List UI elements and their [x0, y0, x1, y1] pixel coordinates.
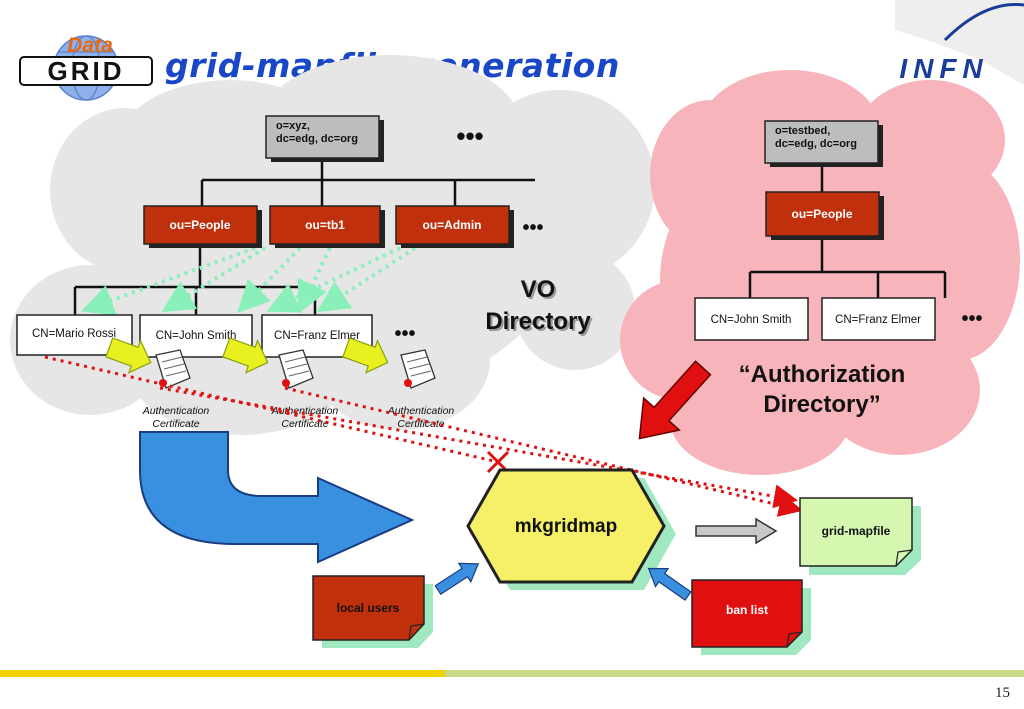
- vo-cn-franz-label: CN=Franz Elmer: [274, 330, 360, 342]
- auth-ou-people: ou=People: [765, 191, 884, 240]
- vo-ou-people-label: ou=People: [169, 218, 230, 232]
- auth-to-mkgridmap-arrow: [638, 360, 712, 440]
- vo-root-line2: dc=edg, dc=org: [276, 133, 358, 145]
- ban-list-node: ban list: [691, 579, 811, 655]
- auth-root-node: o=testbed, dc=edg, dc=org: [764, 120, 883, 167]
- vo-ou-admin: ou=Admin: [395, 205, 514, 248]
- cert-arrow-2: [222, 337, 269, 374]
- mkgridmap-to-gridmapfile-arrow: [695, 517, 778, 545]
- vo-label-shadow1: VO: [523, 278, 558, 305]
- local-users-arrow: [434, 562, 480, 596]
- vo-membership-links: [81, 246, 417, 316]
- auth-cn-franz-label: CN=Franz Elmer: [835, 314, 921, 326]
- auth-label-line1: “Authorization: [739, 361, 906, 388]
- vo-to-mkgridmap-arrow: [139, 431, 415, 564]
- auth-cn-john-label: CN=John Smith: [711, 314, 792, 326]
- vo-root-node: o=xyz, dc=edg, dc=org: [265, 115, 384, 162]
- vo-ou-ellipsis: •••: [522, 217, 543, 239]
- cert-caption-3-line2: Certificate: [397, 418, 444, 430]
- vo-root-ellipsis: •••: [456, 121, 483, 151]
- auth-cn-franz-elmer: CN=Franz Elmer: [821, 297, 936, 341]
- infn-logo: INFN: [895, 0, 1024, 85]
- ban-list-arrow: [647, 567, 692, 601]
- grid-mapfile-label: grid-mapfile: [822, 524, 891, 538]
- footer-bar-green: [445, 670, 1024, 677]
- datagrid-logo: Data GRID: [19, 34, 153, 101]
- vo-label-line2: Directory: [485, 308, 591, 335]
- ban-list-label: ban list: [726, 603, 768, 617]
- page-number: 15: [995, 685, 1010, 701]
- auth-tree-lines: [748, 160, 947, 298]
- certificate-icon-2: [278, 349, 314, 389]
- cert-caption-1-line2: Certificate: [152, 418, 199, 430]
- auth-cn-ellipsis: •••: [961, 308, 982, 330]
- vo-ou-admin-label: ou=Admin: [423, 218, 482, 232]
- auth-cn-john-smith: CN=John Smith: [694, 297, 809, 341]
- logo-grid-text: GRID: [48, 56, 125, 86]
- auth-root-line1: o=testbed,: [775, 125, 830, 137]
- certificate-dotted-lines: [44, 355, 803, 517]
- mkgridmap-label: mkgridmap: [515, 516, 617, 537]
- vo-label-shadow2: Directory: [487, 310, 593, 337]
- logo-infn-text: INFN: [899, 53, 988, 84]
- cert-caption-2-line2: Certificate: [281, 418, 328, 430]
- auth-ou-people-label: ou=People: [791, 207, 852, 221]
- vo-cn-mario-label: CN=Mario Rossi: [32, 328, 116, 340]
- footer-bar-yellow: [0, 670, 445, 677]
- certificate-icon-1: [155, 349, 191, 389]
- vo-cn-john-label: CN=John Smith: [156, 330, 237, 342]
- mkgridmap-node: mkgridmap: [466, 468, 676, 590]
- cert-caption-3-line1: Authentication: [387, 405, 455, 417]
- cert-arrow-1: [105, 337, 152, 374]
- vo-ou-tb1-label: ou=tb1: [305, 218, 345, 232]
- vo-ou-people: ou=People: [143, 205, 262, 248]
- local-users-label: local users: [337, 601, 400, 615]
- cert-caption-1-line1: Authentication: [142, 405, 210, 417]
- cert-arrow-3: [342, 337, 389, 374]
- vo-root-line1: o=xyz,: [276, 120, 310, 132]
- grid-mapfile-node: grid-mapfile: [799, 497, 921, 575]
- vo-ou-tb1: ou=tb1: [269, 205, 385, 248]
- vo-cn-mario-rossi: CN=Mario Rossi: [16, 314, 133, 356]
- local-users-node: local users: [312, 575, 433, 648]
- certificate-icon-3: [400, 349, 436, 389]
- auth-root-line2: dc=edg, dc=org: [775, 138, 857, 150]
- auth-label-line2: Directory”: [763, 391, 880, 418]
- vo-label-line1: VO: [521, 276, 556, 303]
- logo-data-text: Data: [67, 34, 113, 57]
- vo-cn-ellipsis: •••: [394, 323, 415, 345]
